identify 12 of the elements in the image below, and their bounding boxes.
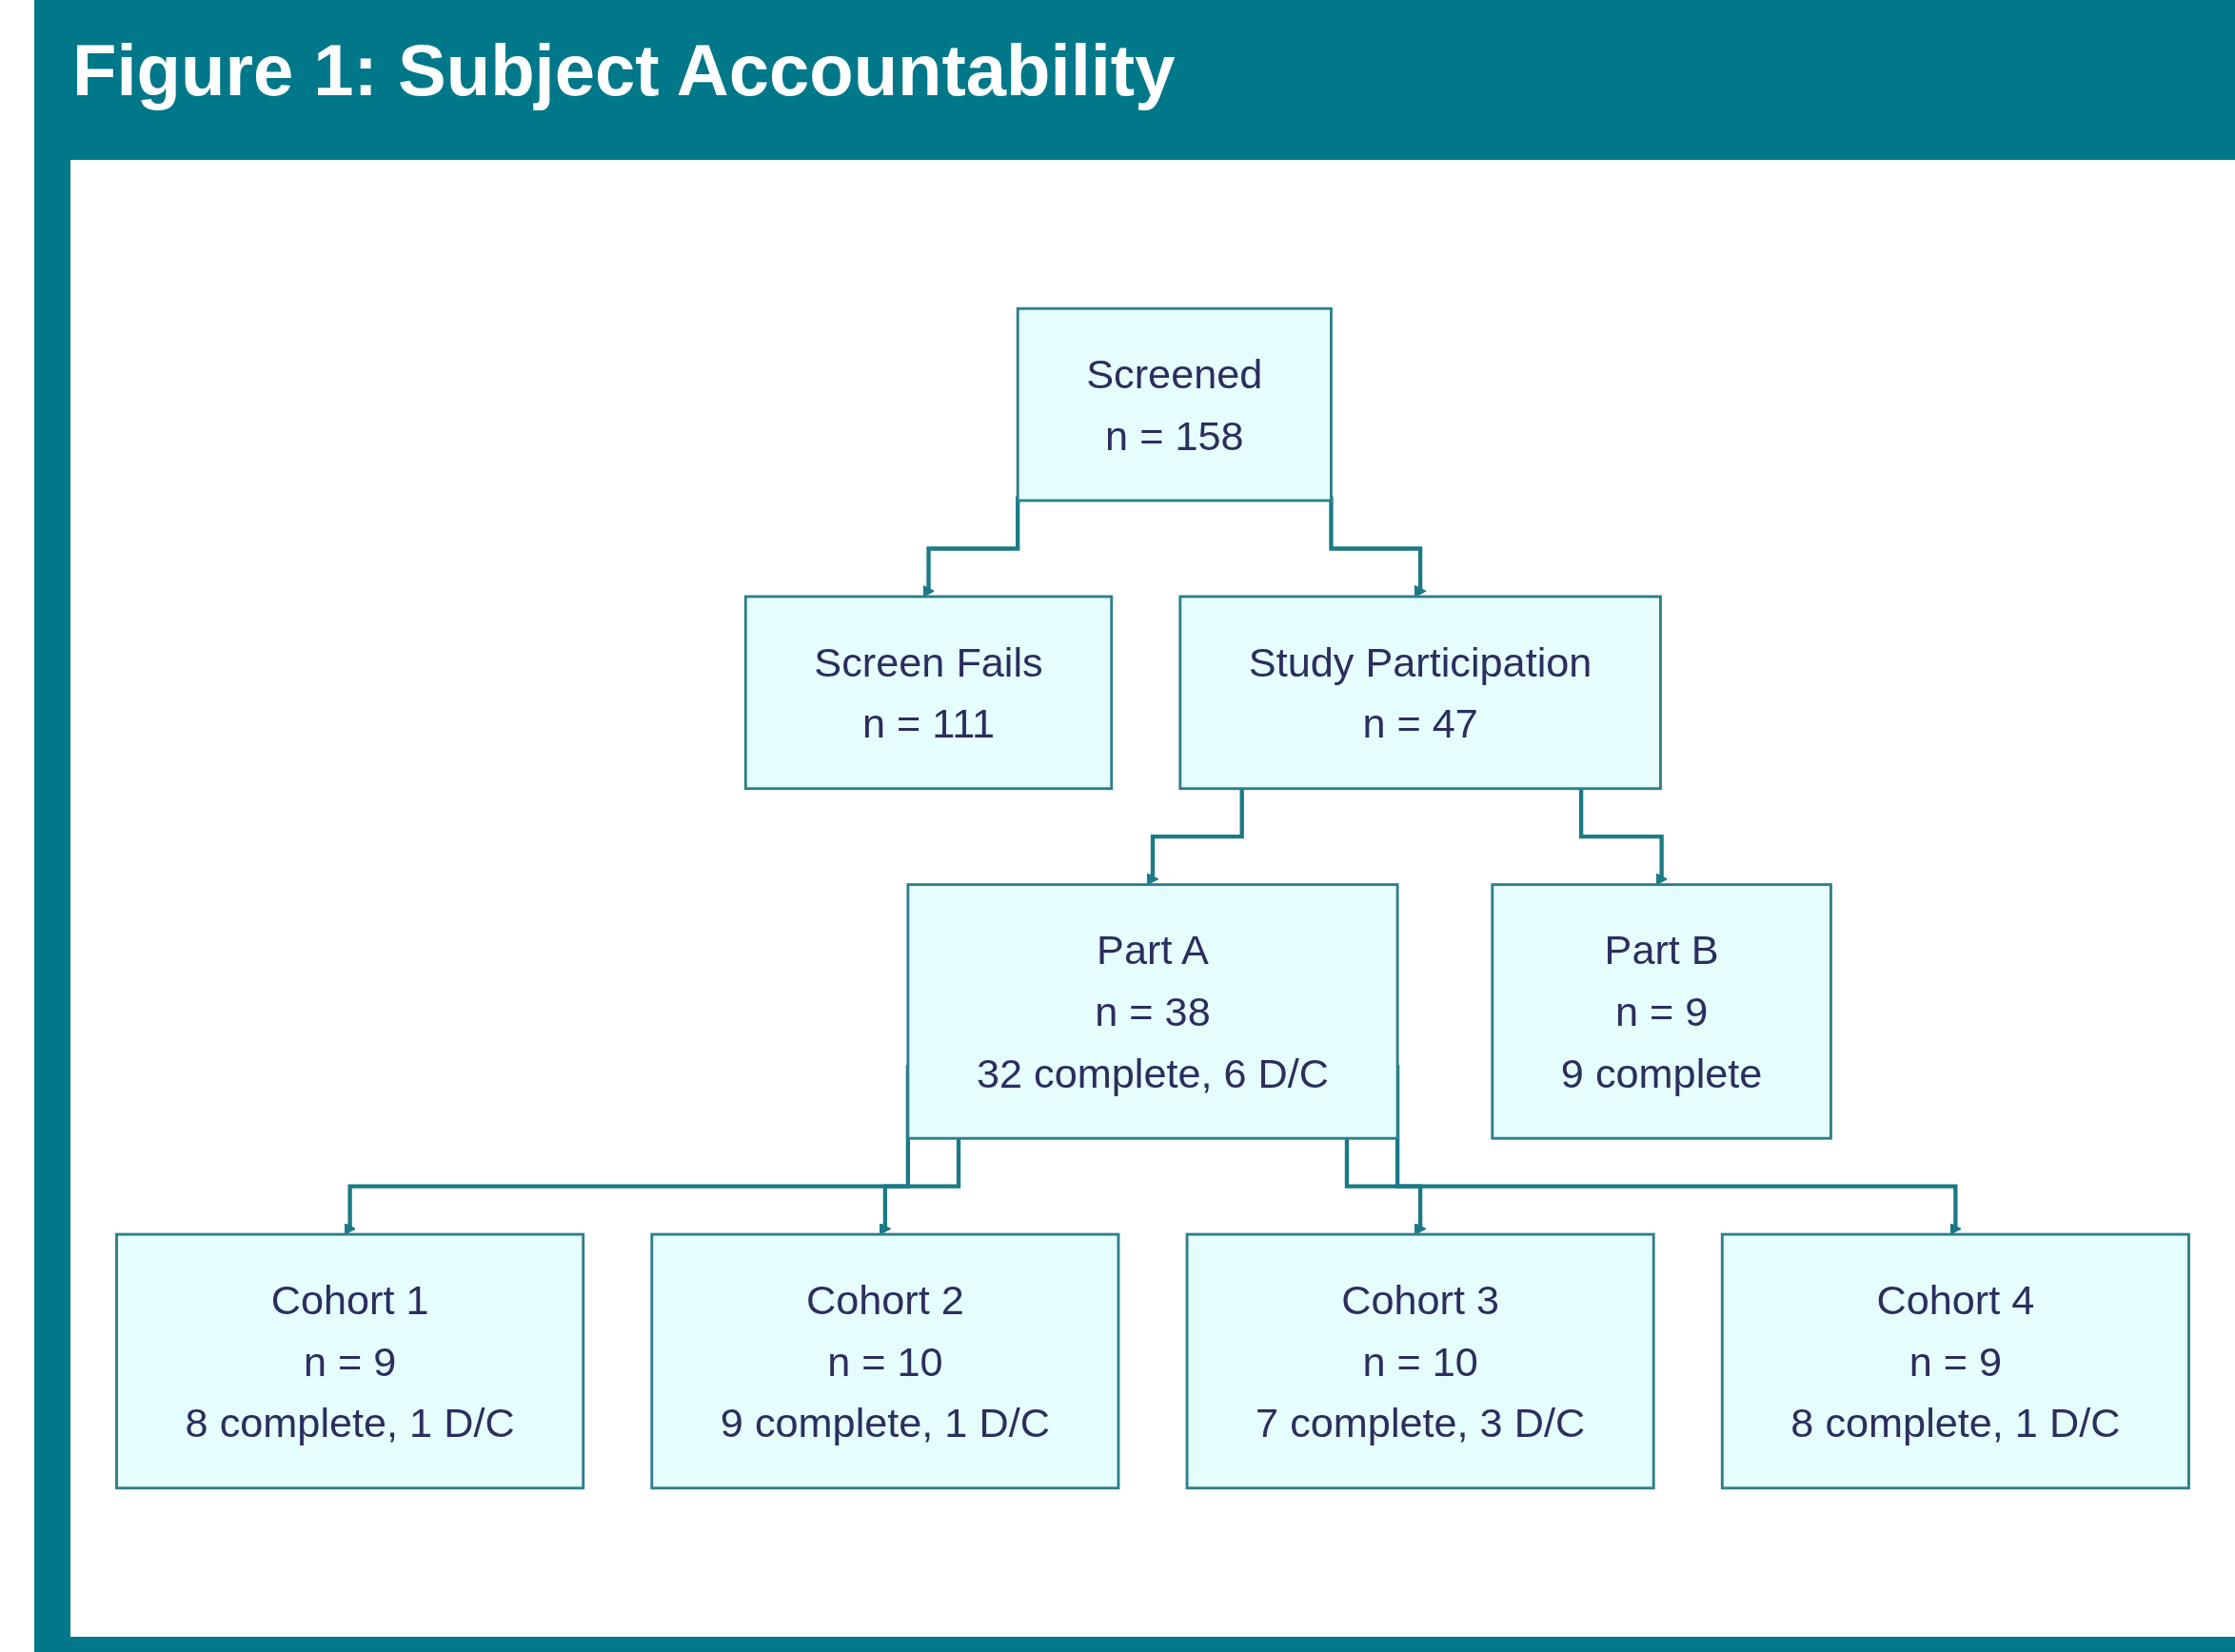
node-box: Cohort 3 n = 10 7 complete, 3 D/C <box>1185 1232 1655 1490</box>
node-box: Screened n = 158 <box>1016 306 1333 502</box>
node-box: Cohort 4 n = 9 8 complete, 1 D/C <box>1720 1232 2190 1490</box>
arrow <box>1344 1138 1427 1235</box>
node-box: Study Participation n = 47 <box>1178 595 1662 791</box>
arrow <box>879 1138 961 1235</box>
node-box: Part B n = 9 9 complete <box>1491 883 1832 1140</box>
node-box: Screen Fails n = 111 <box>743 595 1114 791</box>
node-box: Cohort 1 n = 9 8 complete, 1 D/C <box>115 1232 585 1490</box>
node-box: Part A n = 38 32 complete, 6 D/C <box>906 883 1399 1140</box>
figure-title: Figure 1: Subject Accountability <box>72 29 1176 111</box>
node-box: Cohort 2 n = 10 9 complete, 1 D/C <box>650 1232 1120 1490</box>
